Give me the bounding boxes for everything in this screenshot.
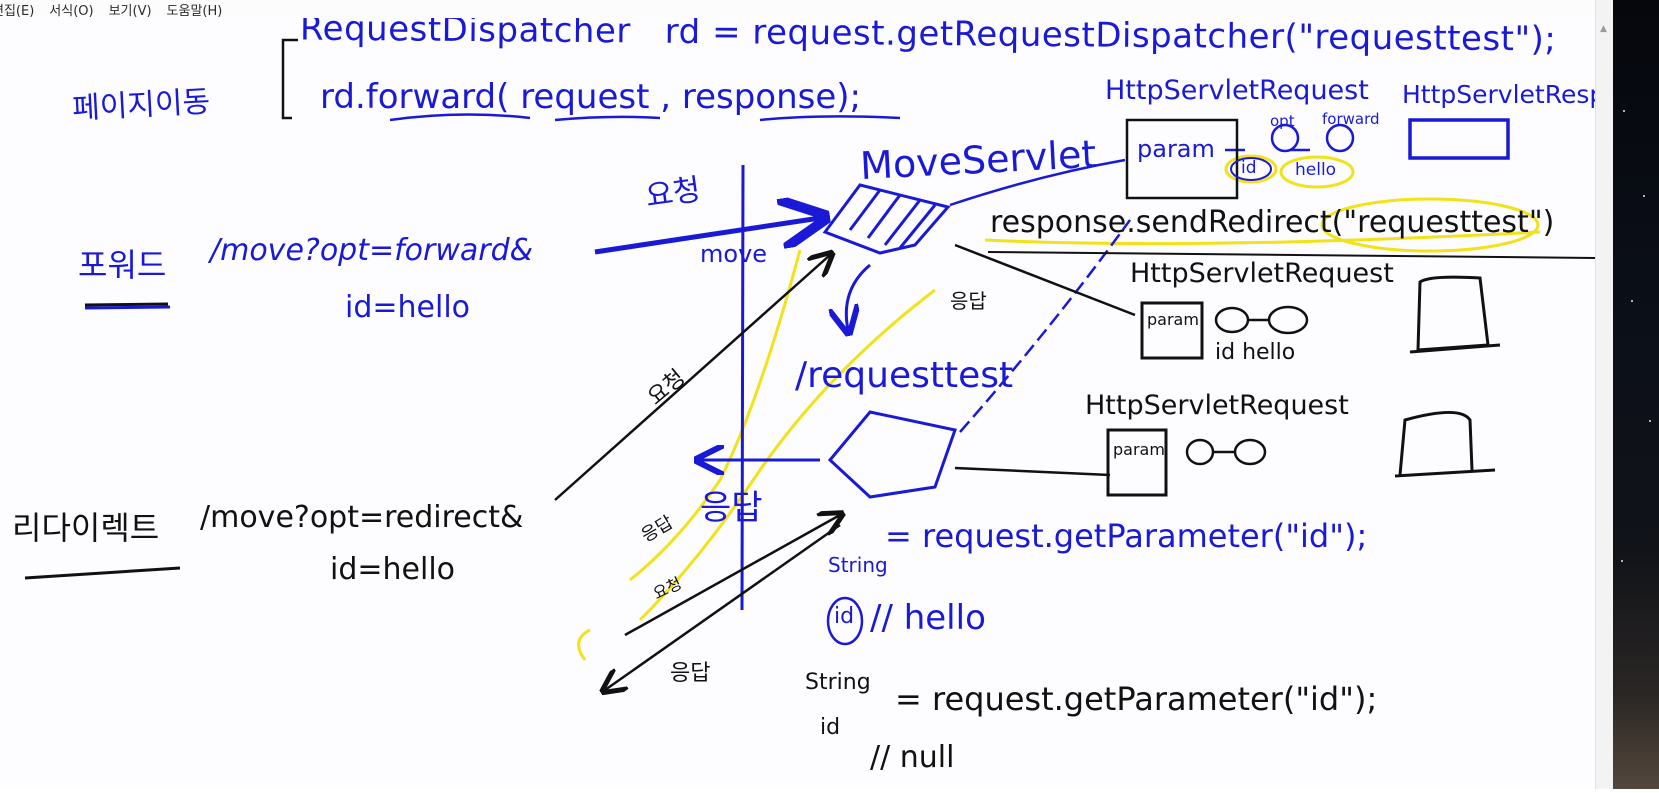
move-label: move bbox=[700, 240, 768, 268]
get-param-line-2: = request.getParameter("id"); bbox=[895, 680, 1378, 718]
param-label-2: param bbox=[1147, 310, 1199, 329]
forward-title: 포워드 bbox=[78, 246, 167, 284]
response-box-2 bbox=[1409, 275, 1501, 354]
menu-help[interactable]: 도움말(H) bbox=[166, 3, 223, 19]
star-icon bbox=[1643, 195, 1645, 197]
highlight-id-ellipse bbox=[1224, 154, 1278, 184]
param-box-1 bbox=[1125, 118, 1239, 200]
param3-circles bbox=[1185, 438, 1267, 466]
requesttest-box bbox=[827, 410, 957, 499]
get-param-line-1: = request.getParameter("id"); bbox=[885, 517, 1368, 555]
id-hello-label-2: id hello bbox=[1215, 340, 1296, 365]
response-label-4: 응답 bbox=[670, 661, 711, 686]
param-label-3: param bbox=[1113, 440, 1165, 459]
http-request-label-2: HttpServletRequest bbox=[1130, 258, 1394, 289]
highlight-requesttest-ellipse bbox=[1320, 197, 1540, 253]
response-box-1 bbox=[1408, 118, 1510, 160]
response-label-1: 응답 bbox=[950, 289, 987, 313]
vertical-scrollbar[interactable]: ▲ bbox=[1595, 0, 1614, 789]
highlight-redirect-underline bbox=[984, 230, 1541, 246]
id-small-circle bbox=[1230, 157, 1272, 181]
hello-value-3: // hello bbox=[870, 598, 986, 638]
highlight-hello-ellipse bbox=[1279, 155, 1355, 189]
forward-request-arrow bbox=[594, 218, 820, 255]
redirect-request-arrow-2 bbox=[624, 515, 840, 637]
redirect-title: 리다이렉트 bbox=[12, 509, 160, 547]
string-label-2: String bbox=[805, 670, 871, 695]
send-redirect-line: response.sendRedirect("requesttest") bbox=[990, 205, 1555, 240]
menu-view[interactable]: 보기(V) bbox=[108, 3, 152, 19]
forward-underline bbox=[84, 305, 171, 310]
server-divider-line bbox=[740, 164, 745, 611]
id-circle bbox=[826, 596, 864, 646]
highlight-response-path-2 bbox=[629, 249, 802, 582]
param-label-1: param bbox=[1137, 135, 1215, 163]
forward-internal-arrow bbox=[846, 263, 871, 330]
redirect-response-arrow bbox=[605, 523, 841, 690]
star-icon bbox=[1621, 560, 1623, 562]
id-label-3: id bbox=[834, 604, 855, 629]
http-request-label-1: HttpServletRequest bbox=[1105, 75, 1369, 106]
moveservlet-to-request2-line bbox=[954, 243, 1136, 317]
drawing-canvas[interactable]: 페이지이동 RequestDispatcher rd = request.get… bbox=[0, 0, 1596, 789]
star-icon bbox=[1649, 420, 1651, 422]
whiteboard-drawing bbox=[24, 38, 1596, 789]
forward-url-2: id=hello bbox=[345, 290, 471, 325]
hello-label-1: hello bbox=[1295, 160, 1337, 180]
param1-circles bbox=[1270, 123, 1355, 153]
desktop-background bbox=[1613, 0, 1659, 789]
redirect-underline bbox=[987, 251, 1596, 259]
param-box-2 bbox=[1140, 301, 1204, 360]
redirect-url-2: id=hello bbox=[330, 552, 456, 587]
requesttest-to-request3-line bbox=[954, 466, 1111, 477]
forward-value-label: forward bbox=[1322, 110, 1380, 128]
forward-url-1: /move?opt=forward& bbox=[210, 233, 534, 268]
param-box-3 bbox=[1106, 428, 1168, 497]
response-label-2: 응답 bbox=[700, 488, 763, 528]
id-label-4: id bbox=[820, 715, 841, 740]
star-icon bbox=[1623, 110, 1625, 112]
page-move-label: 페이지이동 bbox=[71, 84, 212, 127]
null-value: // null bbox=[870, 740, 955, 775]
requesttest-title: /requesttest bbox=[795, 355, 1014, 396]
forward-line-underlines bbox=[389, 113, 901, 122]
label-underlines bbox=[24, 302, 181, 580]
yellow-highlights bbox=[577, 154, 1541, 661]
moveservlet-box bbox=[822, 183, 951, 255]
star-icon bbox=[1631, 300, 1633, 302]
moveservlet-to-request-line bbox=[949, 158, 1126, 207]
request-label-1: 요청 bbox=[643, 172, 703, 215]
http-request-label-3: HttpServletRequest bbox=[1085, 390, 1349, 421]
response-box-3 bbox=[1394, 411, 1496, 478]
highlight-response-path-1 bbox=[638, 288, 936, 622]
string-label-1: String bbox=[828, 553, 888, 577]
scroll-up-arrow-icon[interactable]: ▲ bbox=[1600, 24, 1607, 34]
highlight-curl bbox=[577, 628, 591, 661]
forward-call-line: rd.forward( request , response); bbox=[320, 77, 862, 117]
bracket bbox=[281, 38, 298, 120]
redirect-url-1: /move?opt=redirect& bbox=[200, 500, 524, 535]
param2-circles bbox=[1214, 305, 1309, 335]
opt-label: opt bbox=[1270, 112, 1295, 130]
id-label-1: id bbox=[1241, 158, 1257, 178]
menu-edit[interactable]: 편집(E) bbox=[0, 3, 35, 19]
menu-format[interactable]: 서식(O) bbox=[49, 3, 94, 19]
menu-bar: 편집(E) 서식(O) 보기(V) 도움말(H) bbox=[0, 0, 1595, 19]
redirect-request-arrow bbox=[554, 255, 830, 501]
http-response-label-1: HttpServletResponse bbox=[1402, 80, 1595, 109]
